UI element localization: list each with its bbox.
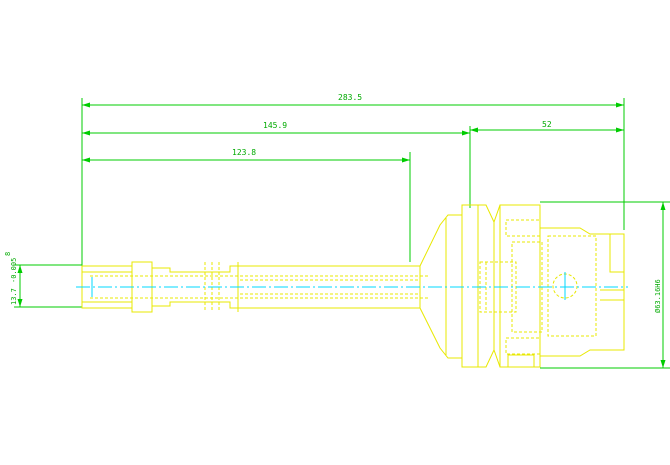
dimension-arrows (17, 102, 666, 368)
arrow (660, 202, 666, 210)
dim-text-left-dia-tol: -0.005 (10, 258, 18, 283)
arrow (17, 299, 23, 307)
taper-shank (540, 227, 625, 357)
arrow (616, 102, 624, 108)
outline-line (152, 301, 238, 309)
taper-top (419, 214, 462, 267)
drive-slot (609, 234, 624, 273)
v-groove-top (478, 204, 540, 224)
hidden-feature (505, 337, 541, 355)
drive-slot (600, 289, 625, 301)
hidden-bore (547, 235, 597, 337)
hidden-feature (505, 219, 541, 237)
taper-bottom (419, 307, 462, 359)
v-groove-bottom (478, 348, 540, 368)
dim-text-left-dia-top: 8 (4, 252, 12, 256)
dim-text-body: 145.9 (263, 121, 287, 130)
dim-text-right-dia: Ø63.16H6 (654, 279, 662, 313)
arrow (462, 130, 470, 136)
flange-left (461, 204, 479, 368)
dim-text-flange: 52 (542, 120, 552, 129)
arrow (660, 360, 666, 368)
dim-text-shank: 123.8 (232, 148, 256, 157)
arrow (82, 130, 90, 136)
dim-text-left-dia-bottom: 13.7 (10, 288, 18, 305)
dimension-lines (14, 98, 670, 369)
flange-lug (507, 354, 535, 368)
dim-text-overall: 283.5 (338, 93, 362, 102)
arrow (616, 127, 624, 133)
centerlines (76, 272, 628, 300)
outline-line (152, 265, 238, 273)
arrow (470, 127, 478, 133)
part-outline (81, 204, 625, 368)
arrow (82, 157, 90, 163)
arrow (17, 265, 23, 273)
arrow (402, 157, 410, 163)
dimension-texts: 283.5 145.9 52 123.8 8 -0.005 13.7 Ø63.1… (4, 93, 662, 313)
arrow (82, 102, 90, 108)
